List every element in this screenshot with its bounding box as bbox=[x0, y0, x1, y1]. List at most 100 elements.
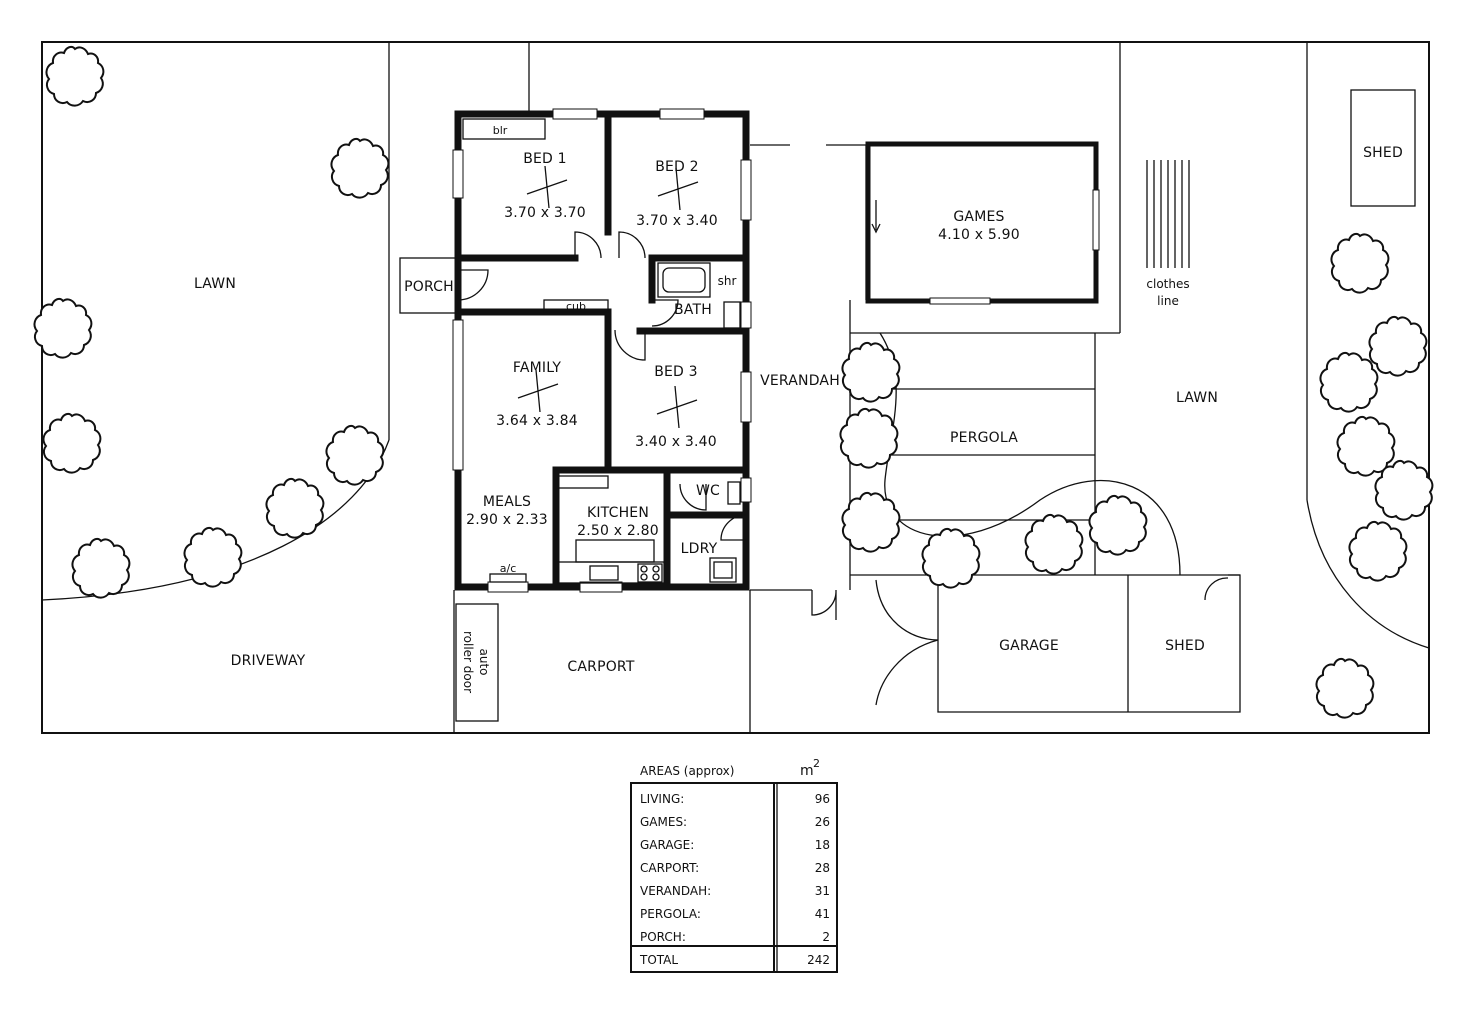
games-label: GAMES bbox=[953, 209, 1004, 225]
bath-label: BATH bbox=[674, 302, 712, 318]
window bbox=[929, 297, 991, 305]
window bbox=[552, 108, 598, 120]
sliding-door-arrowhead bbox=[871, 223, 881, 234]
verandah-label: VERANDAH bbox=[760, 373, 840, 389]
driveway-label: DRIVEWAY bbox=[231, 653, 306, 669]
tree-icon bbox=[1368, 315, 1428, 377]
clothes-line-label: clothes bbox=[1146, 277, 1189, 291]
ldry-label: LDRY bbox=[681, 541, 718, 557]
window bbox=[487, 581, 529, 593]
porch-label: PORCH bbox=[404, 279, 454, 295]
area-row-label: PERGOLA: bbox=[640, 907, 701, 921]
window bbox=[740, 371, 752, 423]
bathtub-inner bbox=[662, 267, 706, 293]
window bbox=[659, 108, 705, 120]
area-row-value: 31 bbox=[815, 884, 830, 898]
pergola-outline bbox=[850, 332, 1240, 576]
lawn-label: LAWN bbox=[1176, 390, 1218, 406]
area-row-value: 28 bbox=[815, 861, 830, 875]
kitchen-counter bbox=[557, 561, 665, 584]
family-label: FAMILY bbox=[513, 360, 561, 376]
tree-icon bbox=[841, 491, 901, 553]
door-swing bbox=[614, 329, 646, 361]
verandah-door bbox=[811, 589, 837, 620]
shed-door-swing bbox=[1204, 577, 1229, 601]
garage-outline bbox=[937, 574, 1241, 713]
bathtub bbox=[657, 262, 711, 298]
area-row-value: 2 bbox=[822, 930, 830, 944]
meals-size: 2.90 x 2.33 bbox=[466, 512, 548, 528]
family-size: 3.64 x 3.84 bbox=[496, 413, 578, 429]
area-row-label: PORCH: bbox=[640, 930, 686, 944]
area-row-value: 18 bbox=[815, 838, 830, 852]
wc-label: WC bbox=[696, 483, 720, 499]
tree-icon bbox=[839, 407, 899, 469]
area-total-value: 242 bbox=[807, 953, 830, 967]
shed-top-label: SHED bbox=[1363, 145, 1403, 161]
garage-label: GARAGE bbox=[999, 638, 1059, 654]
shr-label: shr bbox=[718, 274, 737, 288]
laundry-tub bbox=[709, 557, 737, 583]
bed1-size: 3.70 x 3.70 bbox=[504, 205, 586, 221]
property-boundary bbox=[41, 41, 1430, 734]
shed-label: SHED bbox=[1165, 638, 1205, 654]
right-lawn-curve bbox=[1306, 499, 1430, 649]
window bbox=[452, 149, 464, 199]
area-row-label: VERANDAH: bbox=[640, 884, 711, 898]
tree-icon bbox=[1330, 232, 1390, 294]
bed2-size: 3.70 x 3.40 bbox=[636, 213, 718, 229]
blr-cupboard bbox=[462, 118, 546, 140]
ac-label: a/c bbox=[500, 562, 517, 575]
tree-icon bbox=[1319, 351, 1379, 413]
cooktop bbox=[637, 563, 663, 583]
meals-step bbox=[557, 475, 609, 489]
tree-icon bbox=[42, 412, 102, 474]
door-swing bbox=[457, 269, 489, 301]
tree-icon bbox=[1088, 494, 1148, 556]
tree-icon bbox=[325, 424, 385, 486]
tree-icon bbox=[921, 527, 981, 589]
window bbox=[579, 581, 623, 593]
tree-icon bbox=[71, 537, 131, 599]
areas-unit-sup: 2 bbox=[813, 757, 820, 770]
window bbox=[452, 319, 464, 471]
clothes-line-icon bbox=[1146, 160, 1190, 268]
pergola-label: PERGOLA bbox=[950, 430, 1018, 446]
fan-icon bbox=[526, 165, 568, 209]
garage-door-swing bbox=[875, 579, 939, 706]
fan-icon bbox=[517, 369, 559, 413]
area-row-label: GAMES: bbox=[640, 815, 687, 829]
shed-top bbox=[1350, 89, 1416, 207]
areas-rows: LIVING: 96 GAMES: 26 GARAGE: 18 CARPORT:… bbox=[640, 792, 830, 944]
window bbox=[740, 477, 752, 503]
carport-label: CARPORT bbox=[567, 659, 634, 675]
vanity bbox=[723, 301, 741, 329]
tree-icon bbox=[1024, 513, 1084, 575]
kitchen-bench bbox=[575, 539, 655, 563]
roller-door bbox=[455, 603, 499, 722]
door-swing bbox=[618, 231, 646, 259]
toilet bbox=[727, 481, 741, 505]
tree-icon bbox=[265, 477, 325, 539]
areas-title: AREAS (approx) bbox=[640, 764, 734, 778]
kitchen-label: KITCHEN bbox=[587, 505, 649, 521]
tree-icon bbox=[1315, 657, 1375, 719]
tree-icon bbox=[841, 341, 901, 403]
areas-unit: m bbox=[800, 763, 814, 779]
clothes-line-label: line bbox=[1157, 294, 1179, 308]
blr-label: blr bbox=[493, 124, 508, 137]
cub-cupboard bbox=[543, 299, 609, 313]
cub-label: cub bbox=[566, 300, 586, 313]
door-swing bbox=[651, 299, 679, 327]
area-row-label: CARPORT: bbox=[640, 861, 699, 875]
roller-door-label: roller door bbox=[461, 631, 475, 693]
bed3-label: BED 3 bbox=[654, 364, 698, 380]
sink bbox=[589, 565, 619, 581]
roller-door-label: auto bbox=[477, 648, 491, 675]
tree-icon bbox=[33, 297, 93, 359]
area-row-label: LIVING: bbox=[640, 792, 684, 806]
areas-table bbox=[630, 782, 838, 973]
kitchen-size: 2.50 x 2.80 bbox=[577, 523, 659, 539]
tree-icon bbox=[1374, 459, 1434, 521]
